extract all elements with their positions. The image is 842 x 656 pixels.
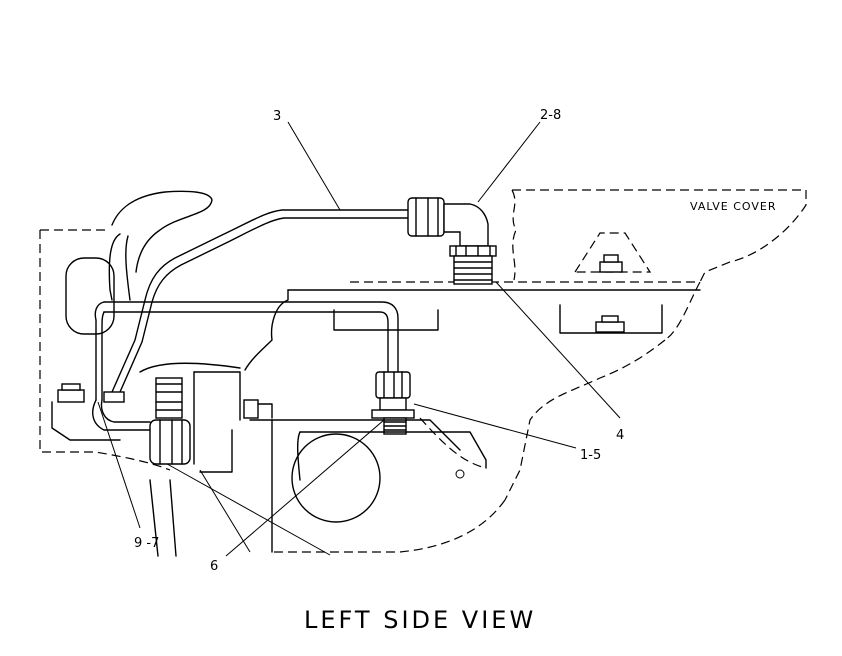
elbow-fitting <box>407 197 497 285</box>
mid-housing <box>149 371 273 557</box>
valve-cover-bolt <box>599 254 623 273</box>
callout-6: 6 <box>210 559 218 574</box>
valve-cover <box>350 189 807 341</box>
callout-4: 4 <box>616 428 624 443</box>
left-bolt <box>51 383 125 441</box>
leader-2-8 <box>477 121 541 203</box>
leader-9-7 <box>97 401 141 529</box>
tube-1-5 <box>94 301 399 401</box>
view-title: LEFT SIDE VIEW <box>304 606 536 634</box>
leader-lines <box>97 121 621 557</box>
leader-1-5 <box>413 403 577 449</box>
left-bracket <box>65 190 213 335</box>
callout-3: 3 <box>273 109 281 124</box>
valve-cover-bolt-lower <box>559 304 663 334</box>
callout-1-5: 1-5 <box>580 448 601 463</box>
valve-cover-label: VALVE COVER <box>690 200 777 213</box>
pump-housing <box>159 417 487 556</box>
leader-6 <box>225 419 385 557</box>
callout-9-7: 9 -7 <box>134 536 159 551</box>
callout-2-8: 2-8 <box>540 108 561 123</box>
engine-block-outline <box>39 229 701 553</box>
tee-fitting <box>92 377 191 465</box>
leader-3 <box>287 121 341 211</box>
tube-3 <box>111 209 411 393</box>
straight-fitting <box>371 371 415 435</box>
leader-4 <box>495 281 621 419</box>
